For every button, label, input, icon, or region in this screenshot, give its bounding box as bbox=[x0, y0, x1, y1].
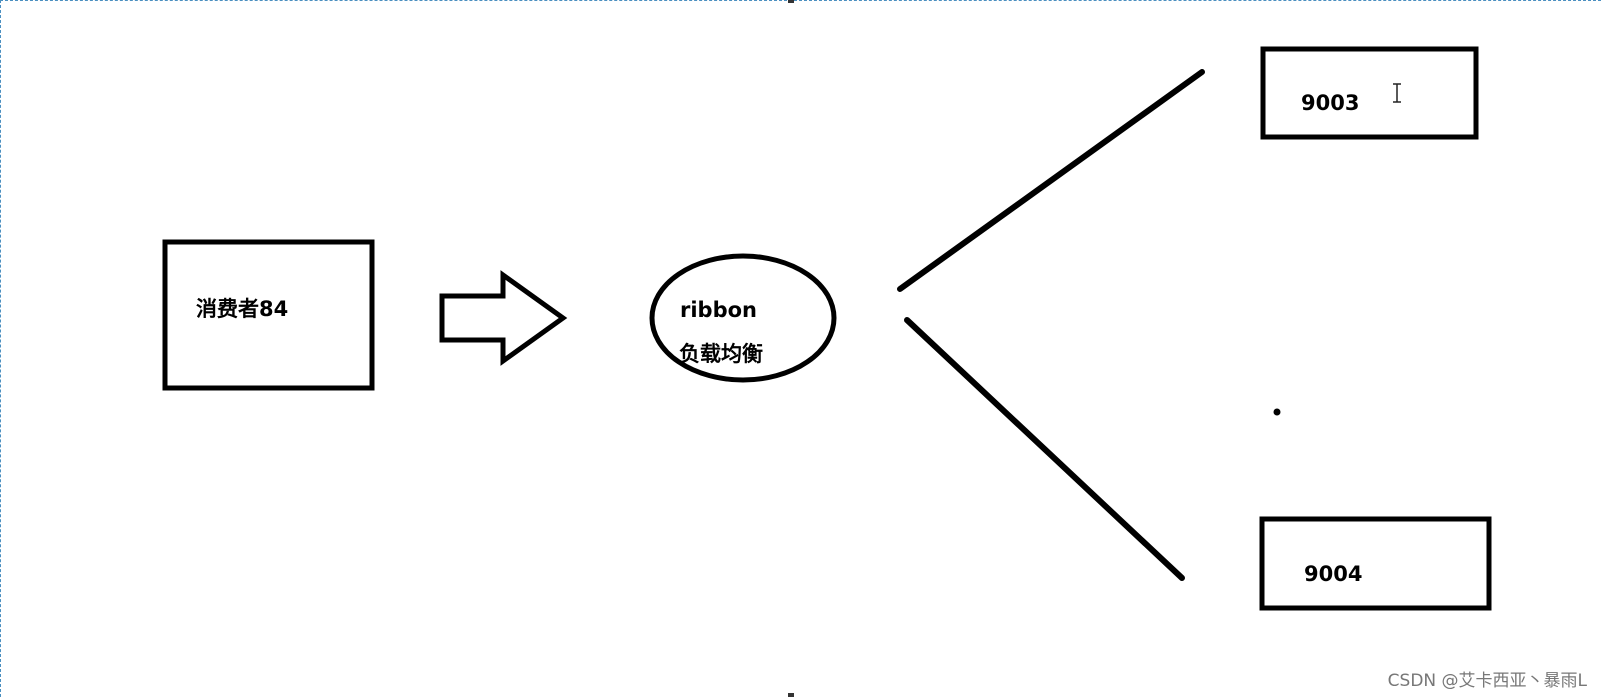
flow-arrow bbox=[439, 270, 568, 366]
watermark: CSDN @艾卡西亚丶暴雨L bbox=[1387, 671, 1587, 691]
branch-line-bottom bbox=[904, 317, 1185, 581]
text-cursor-icon bbox=[1393, 83, 1401, 103]
resize-handle-top[interactable] bbox=[788, 0, 794, 3]
server-label-9004: 9004 bbox=[1304, 562, 1362, 586]
branch-line-top bbox=[897, 69, 1205, 292]
stray-dot bbox=[1273, 408, 1281, 416]
server-label-9003: 9003 bbox=[1301, 91, 1359, 115]
consumer-label: 消费者84 bbox=[196, 297, 288, 321]
consumer-box bbox=[162, 239, 375, 391]
resize-handle-bottom[interactable] bbox=[788, 693, 794, 697]
load-balancer-line1: ribbon bbox=[680, 298, 757, 322]
server-box-9004 bbox=[1259, 516, 1492, 611]
load-balancer-line2: 负载均衡 bbox=[679, 342, 763, 366]
load-balancer-ellipse bbox=[649, 253, 837, 383]
server-box-9003 bbox=[1260, 46, 1479, 140]
